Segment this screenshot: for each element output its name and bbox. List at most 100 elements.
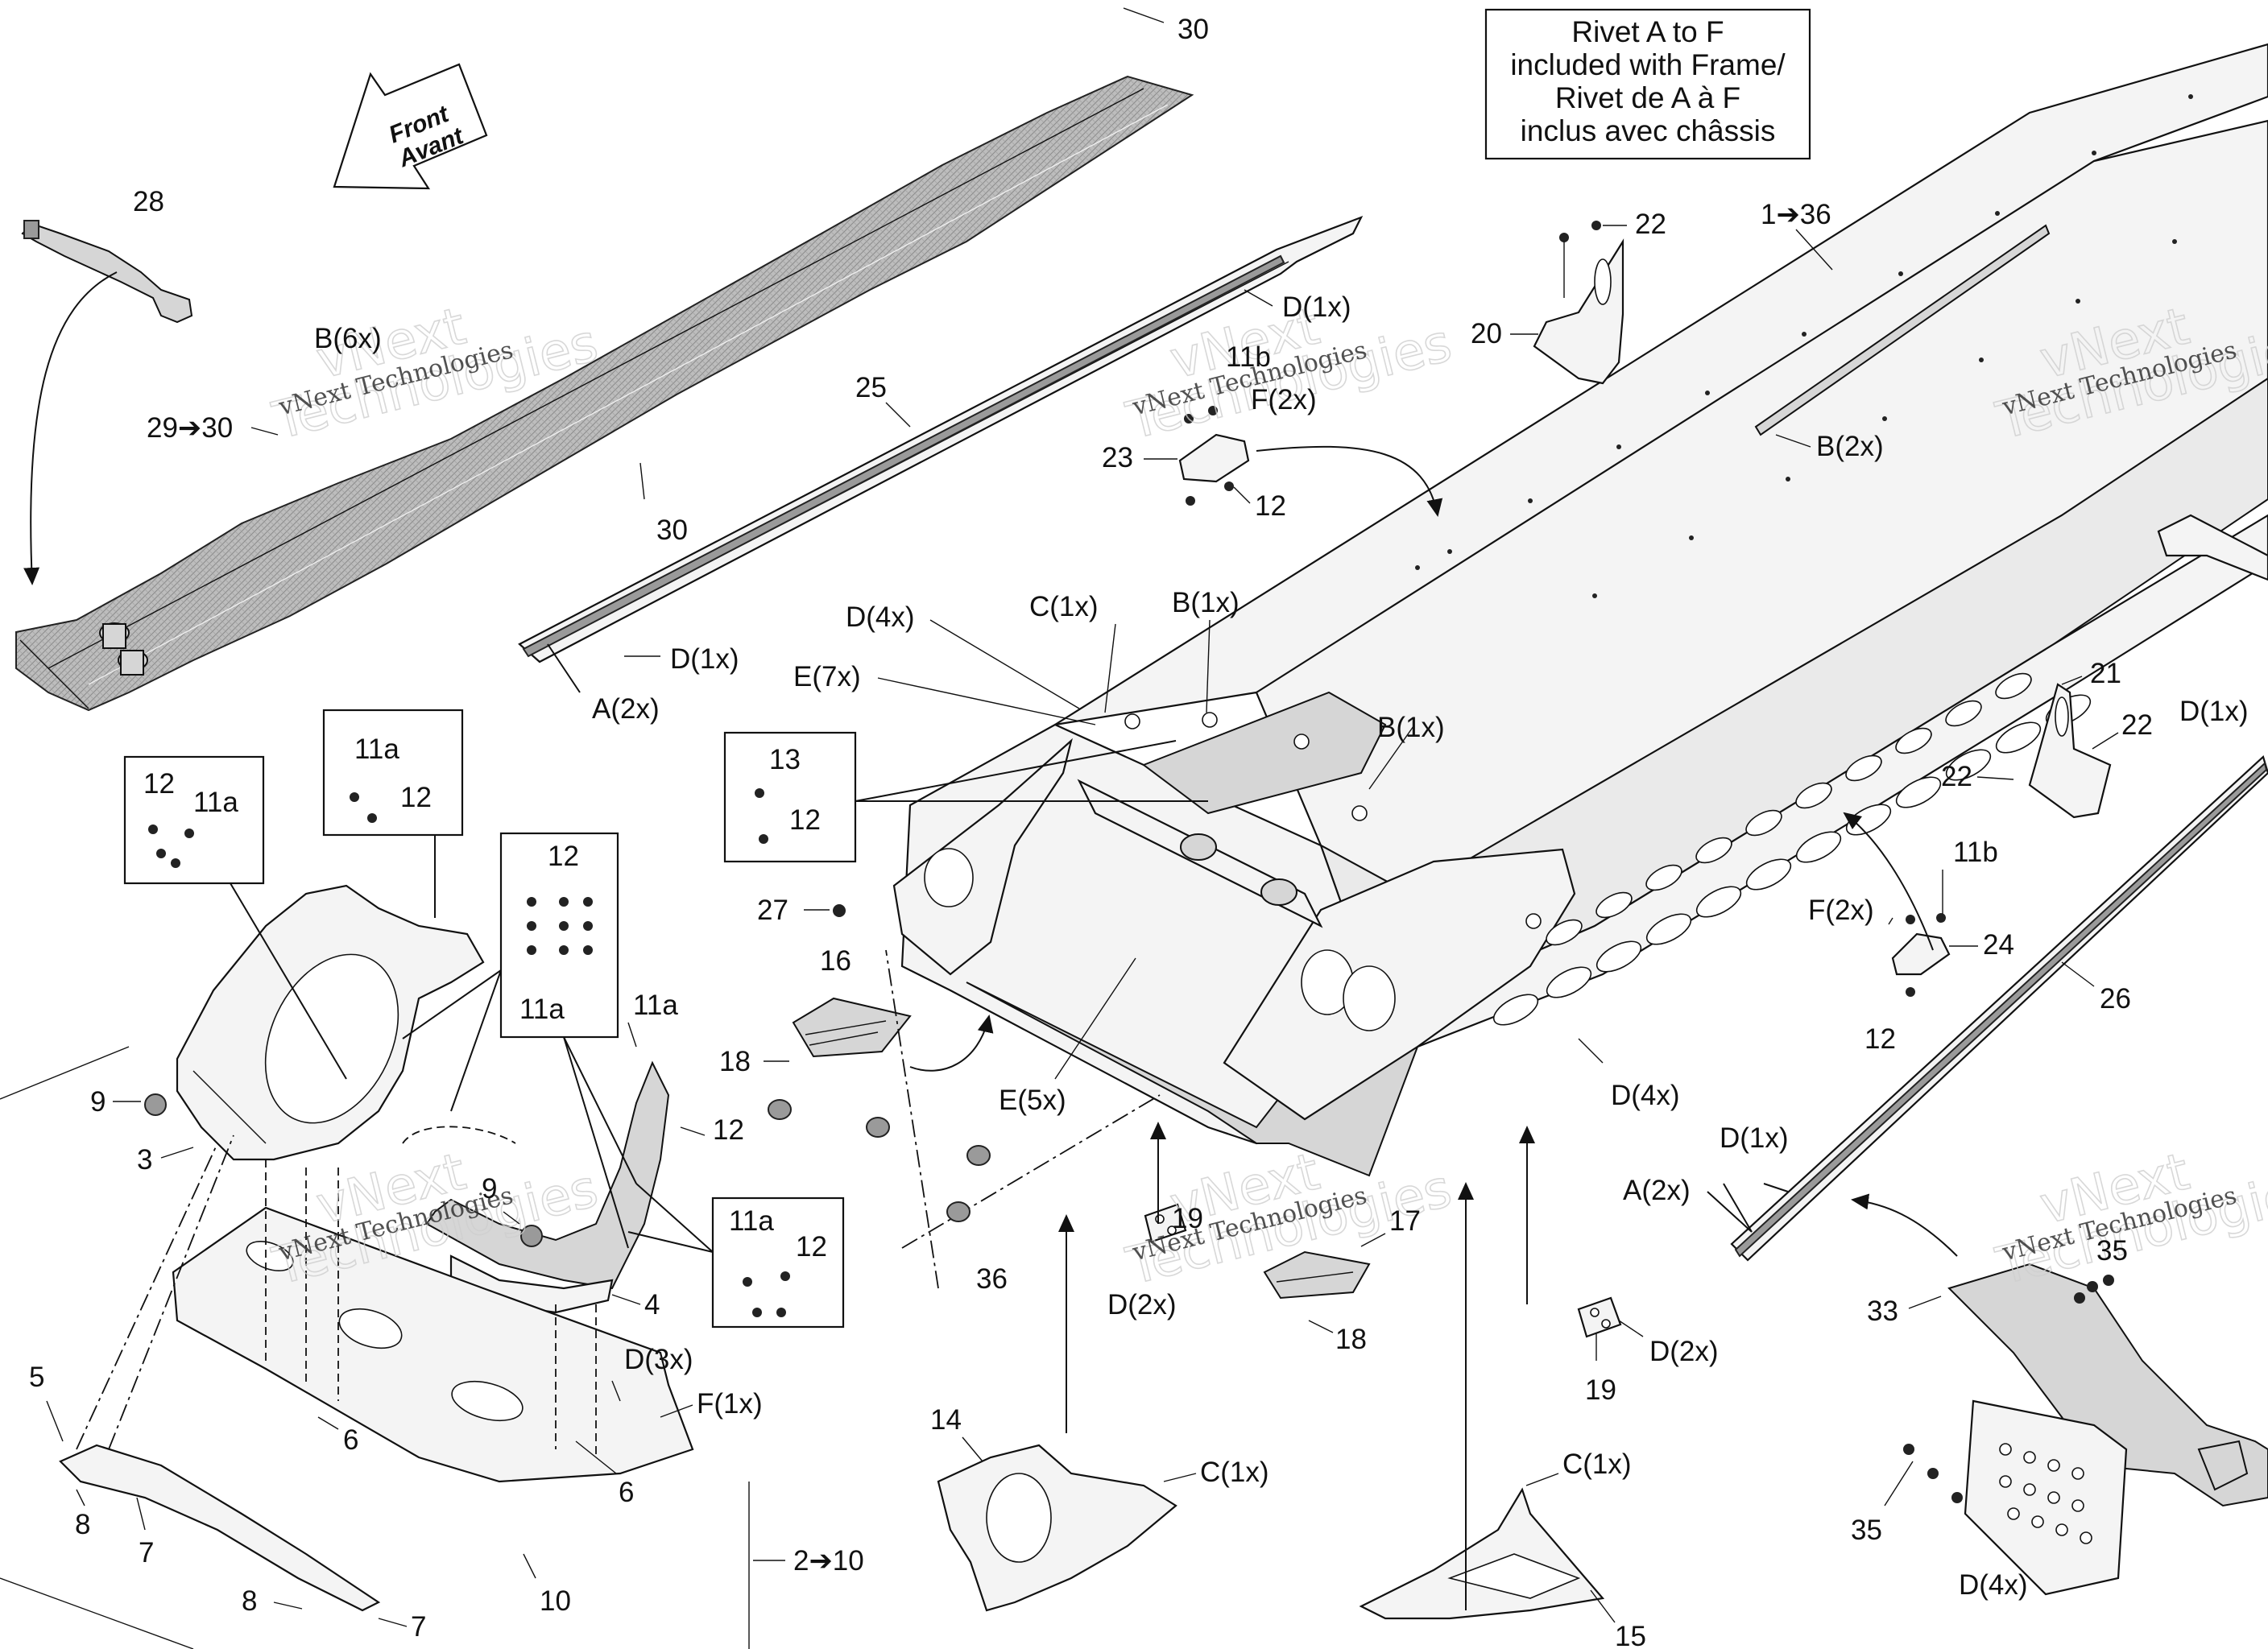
label-2-10: 2➔10 xyxy=(793,1545,864,1577)
label-19-b: 19 xyxy=(1585,1374,1616,1406)
footrest-17 xyxy=(1263,1250,1371,1300)
bracket-20 xyxy=(1533,221,1624,385)
rivet-note-line-4: inclus avec châssis xyxy=(1521,114,1776,147)
bracket-24 xyxy=(1891,913,1951,997)
running-board-25 xyxy=(518,215,1364,663)
label-6-a: 6 xyxy=(343,1424,358,1456)
label-36: 36 xyxy=(976,1263,1008,1295)
front-direction-arrow: Front Avant xyxy=(333,63,488,190)
rear-support-33 xyxy=(1903,1263,2268,1596)
label-15: 15 xyxy=(1615,1621,1646,1649)
running-board-26 xyxy=(1730,755,2268,1262)
label-14: 14 xyxy=(930,1404,962,1436)
label-6-b: 6 xyxy=(619,1477,634,1508)
label-7-b: 7 xyxy=(411,1611,426,1643)
label-8-a: 8 xyxy=(75,1509,90,1540)
label-5: 5 xyxy=(29,1362,44,1393)
callout-box-13-12 xyxy=(723,731,857,863)
label-19-a: 19 xyxy=(1172,1203,1203,1234)
heat-exchanger-panel xyxy=(15,75,1194,712)
label-16: 16 xyxy=(820,945,851,977)
guard-15 xyxy=(1359,1487,1605,1620)
label-C1x-d: C(1x) xyxy=(1562,1449,1632,1480)
label-E5x: E(5x) xyxy=(999,1085,1066,1116)
label-8-b: 8 xyxy=(242,1585,257,1617)
label-26: 26 xyxy=(2100,983,2131,1015)
label-D4x-a: D(4x) xyxy=(846,601,915,633)
plate-19-left xyxy=(1144,1203,1187,1243)
label-B1x-a: B(1x) xyxy=(1172,587,1240,618)
label-4: 4 xyxy=(644,1289,660,1320)
label-D2x-a: D(2x) xyxy=(1107,1289,1177,1320)
label-F1x: F(1x) xyxy=(697,1388,763,1420)
rivet-dots xyxy=(1415,94,2193,598)
callout-box-12-11a-b xyxy=(499,832,619,1039)
bulkhead-3 xyxy=(176,884,485,1161)
belly-pan xyxy=(172,1206,694,1483)
label-18-b: 18 xyxy=(1335,1324,1367,1355)
nut-9b xyxy=(520,1225,543,1247)
label-12-b: 12 xyxy=(789,804,821,836)
callout-box-11a-12 xyxy=(322,709,464,837)
label-23: 23 xyxy=(1102,442,1133,473)
label-box1-11a: 11a xyxy=(193,787,238,818)
label-12-c: 12 xyxy=(1864,1023,1896,1055)
label-D1x-c: D(1x) xyxy=(2179,696,2249,727)
label-33: 33 xyxy=(1867,1296,1898,1327)
label-9-a: 9 xyxy=(90,1086,106,1118)
label-21: 21 xyxy=(2090,658,2121,689)
label-22-a: 22 xyxy=(1635,209,1666,240)
label-D2x-b: D(2x) xyxy=(1649,1336,1719,1367)
label-11b-a: 11b xyxy=(1226,341,1271,373)
rivet-note-box xyxy=(1484,8,1811,160)
plate-19-right xyxy=(1577,1296,1622,1338)
label-35-b: 35 xyxy=(1851,1515,1882,1546)
label-12-a: 12 xyxy=(1255,490,1286,522)
label-box1-12: 12 xyxy=(143,768,175,800)
label-B2x: B(2x) xyxy=(1816,431,1884,462)
grommets-36 xyxy=(768,1099,991,1222)
hardware-glyphs xyxy=(148,788,790,1317)
side-wall-cutouts xyxy=(1492,672,2092,1026)
label-27: 27 xyxy=(757,895,788,926)
footrest-16 xyxy=(792,997,912,1058)
label-25: 25 xyxy=(855,372,887,403)
label-D1x-a: D(1x) xyxy=(1282,291,1351,323)
rivet-note-line-2: included with Frame/ xyxy=(1510,48,1786,81)
label-29-30: 29➔30 xyxy=(147,412,233,444)
label-10: 10 xyxy=(540,1585,571,1617)
label-3: 3 xyxy=(137,1144,152,1176)
bracket-23 xyxy=(1178,406,1250,506)
label-22-b: 22 xyxy=(2121,709,2153,741)
callout-labels: 30 28 B(6x) 29➔30 30 25 D(1x) D(1x) A(2x… xyxy=(29,7,2249,1649)
rivet-note: Rivet A to F included with Frame/ Rivet … xyxy=(1510,15,1786,147)
label-13: 13 xyxy=(769,744,801,775)
label-D3x: D(3x) xyxy=(624,1344,693,1375)
callout-box-12-11a-a xyxy=(123,755,265,885)
label-B1x-b: B(1x) xyxy=(1377,712,1445,743)
rivet-note-line-3: Rivet de A à F xyxy=(1555,81,1740,114)
callout-box-11a-12-b xyxy=(711,1196,845,1329)
label-11b-b: 11b xyxy=(1953,837,1998,868)
label-C1x-a: C(1x) xyxy=(1029,591,1099,622)
label-D4x-b: D(4x) xyxy=(1611,1080,1680,1111)
label-F2x-b: F(2x) xyxy=(1808,895,1874,926)
label-20: 20 xyxy=(1471,318,1502,349)
clip-27 xyxy=(833,904,846,917)
label-box4-11a: 11a xyxy=(729,1205,774,1237)
label-D1x-d: D(1x) xyxy=(1720,1122,1789,1154)
label-F2x-a: F(2x) xyxy=(1251,384,1317,415)
label-11a-c: 11a xyxy=(633,990,678,1021)
label-9-b: 9 xyxy=(482,1173,497,1205)
label-box2-11a: 11a xyxy=(354,734,399,765)
guard-14 xyxy=(937,1444,1177,1612)
bracket-28 xyxy=(21,220,193,324)
label-box3-11a: 11a xyxy=(519,994,565,1025)
label-D4x-c: D(4x) xyxy=(1959,1569,2028,1601)
label-12-d: 12 xyxy=(713,1114,744,1146)
label-E7x: E(7x) xyxy=(793,661,861,692)
label-30-a: 30 xyxy=(1177,14,1209,45)
label-30-b: 30 xyxy=(656,515,688,546)
label-7-a: 7 xyxy=(139,1537,154,1568)
